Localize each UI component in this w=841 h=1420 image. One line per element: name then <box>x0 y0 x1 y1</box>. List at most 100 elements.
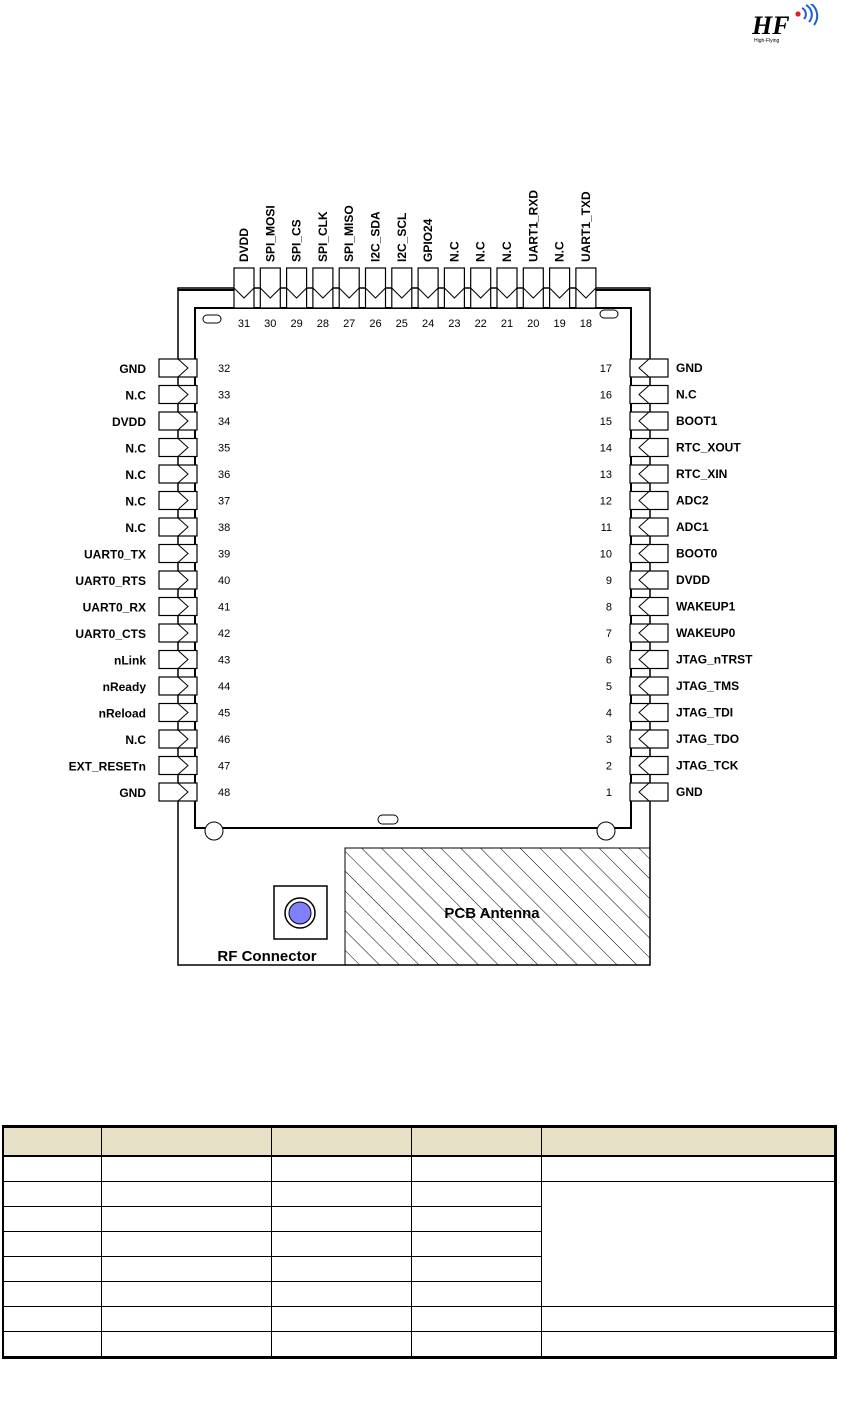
header-cell <box>270 1125 412 1157</box>
pin-pad <box>391 267 413 309</box>
pin-pad <box>158 384 198 405</box>
pin-pad <box>629 782 669 802</box>
pin-name: UART0_RX <box>83 601 146 615</box>
pin-number: 17 <box>600 363 612 375</box>
pin-arrow <box>177 411 189 431</box>
top-pin: N.C23 <box>443 241 465 330</box>
pin-name: JTAG_TCK <box>676 759 739 773</box>
pin-arrow <box>638 597 650 616</box>
pin-number: 5 <box>606 681 612 693</box>
pin-name: nReload <box>99 707 146 721</box>
pin-name: UART0_TX <box>84 548 146 562</box>
pin-name: N.C <box>553 241 567 262</box>
pin-arrow <box>177 464 189 484</box>
pin-pad <box>158 782 198 802</box>
pin-number: 34 <box>218 416 230 428</box>
table-row <box>2 1306 836 1332</box>
pin-number: 47 <box>218 761 230 773</box>
pin-name: N.C <box>125 389 146 403</box>
right-pin: GND 17 <box>600 358 703 378</box>
table-row <box>2 1231 836 1257</box>
logo-tagline: High-Flying <box>754 38 780 44</box>
pin-arrow <box>177 597 189 616</box>
pin-name: DVDD <box>112 415 146 429</box>
pcb-antenna-label: PCB Antenna <box>444 905 540 922</box>
pin-arrow <box>177 729 189 749</box>
pin-pad <box>158 729 198 749</box>
pin-name: nReady <box>103 680 147 694</box>
pin-number: 1 <box>606 787 612 799</box>
pin-number: 41 <box>218 602 230 614</box>
pin-number: 30 <box>264 318 276 330</box>
pin-number: 4 <box>606 708 612 720</box>
pin-pad <box>158 649 198 670</box>
pin-name: I2C_SCL <box>395 213 409 262</box>
pin-pad <box>158 437 198 458</box>
header-cell <box>100 1125 272 1157</box>
top-pin-row: DVDD31SPI_MOSI30SPI_CS29SPI_CLK28SPI_MIS… <box>233 190 597 330</box>
pin-pad <box>158 596 198 617</box>
pin-pad <box>629 755 669 776</box>
pin-arrow <box>470 287 492 299</box>
pin-number: 6 <box>606 655 612 667</box>
pin-arrow <box>638 703 650 722</box>
pin-number: 16 <box>600 390 612 402</box>
pin-number: 24 <box>422 318 434 330</box>
pin-number: 20 <box>527 318 539 330</box>
pin-pad <box>417 267 439 309</box>
pin-name: GND <box>676 361 703 375</box>
pin-arrow <box>177 385 189 404</box>
pin-pad <box>629 411 669 431</box>
table-row <box>2 1331 836 1358</box>
pin-definition-table <box>2 1125 837 1359</box>
pin-number: 25 <box>396 318 408 330</box>
pin-name: N.C <box>125 442 146 456</box>
pin-pad <box>158 623 198 643</box>
pin-name: N.C <box>676 388 697 402</box>
bottom-center-slot <box>377 814 399 825</box>
pin-number: 19 <box>553 318 565 330</box>
pin-number: 40 <box>218 575 230 587</box>
pin-pad <box>629 596 669 617</box>
pin-arrow <box>638 756 650 775</box>
pin-name: GND <box>119 362 146 376</box>
pin-arrow <box>233 287 255 299</box>
table-row <box>2 1256 836 1282</box>
pin-pad <box>496 267 518 309</box>
pin-arrow <box>338 287 360 299</box>
top-right-slot <box>599 309 619 319</box>
pin-arrow <box>259 287 281 299</box>
pin-name: JTAG_TMS <box>676 679 739 693</box>
pin-name: SPI_CS <box>290 219 304 262</box>
pin-number: 28 <box>317 318 329 330</box>
pin-number: 9 <box>606 575 612 587</box>
pin-pad <box>158 517 198 537</box>
pin-number: 43 <box>218 655 230 667</box>
pin-number: 18 <box>580 318 592 330</box>
pin-pad <box>259 267 281 309</box>
pin-arrow <box>638 411 650 431</box>
pin-pad <box>629 437 669 458</box>
pin-number: 44 <box>218 681 230 693</box>
pin-name: SPI_MISO <box>342 205 356 262</box>
rf-connector-center <box>288 901 312 925</box>
pin-pad <box>338 267 360 309</box>
pin-pad <box>522 267 544 309</box>
right-pin: JTAG_TMS 5 <box>606 676 739 696</box>
top-pin: I2C_SCL 25 <box>391 213 413 330</box>
pin-number: 48 <box>218 787 230 799</box>
pin-arrow <box>391 287 413 299</box>
